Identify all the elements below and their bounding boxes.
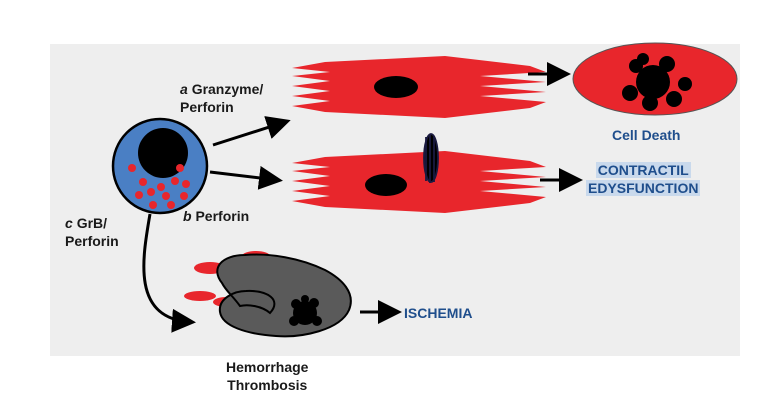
arrow-c <box>142 213 196 333</box>
outcome-cell-death: Cell Death <box>612 127 681 143</box>
label-pathway-c: c GrB/ Perforin <box>65 215 119 249</box>
label-hemorrhage-thrombosis: Hemorrhage Thrombosis <box>226 359 309 393</box>
perforin-pore <box>423 133 439 183</box>
granule-dots <box>128 164 190 209</box>
label-pathway-b: b Perforin <box>183 208 250 224</box>
outcome-ischemia: ISCHEMIA <box>404 305 473 321</box>
cardiomyocyte-middle <box>292 133 546 213</box>
vessel-thrombus <box>216 253 352 338</box>
arrow-a <box>212 116 291 147</box>
cardiomyocyte-top <box>292 56 546 118</box>
outcome-contractile-dysfunction: CONTRACTIL EDYSFUNCTION <box>586 162 701 196</box>
dead-cell <box>572 42 738 116</box>
arrow-b <box>209 165 283 190</box>
cytotoxic-lymphocyte <box>111 117 209 215</box>
label-pathway-a: a Granzyme/ Perforin <box>180 81 264 115</box>
